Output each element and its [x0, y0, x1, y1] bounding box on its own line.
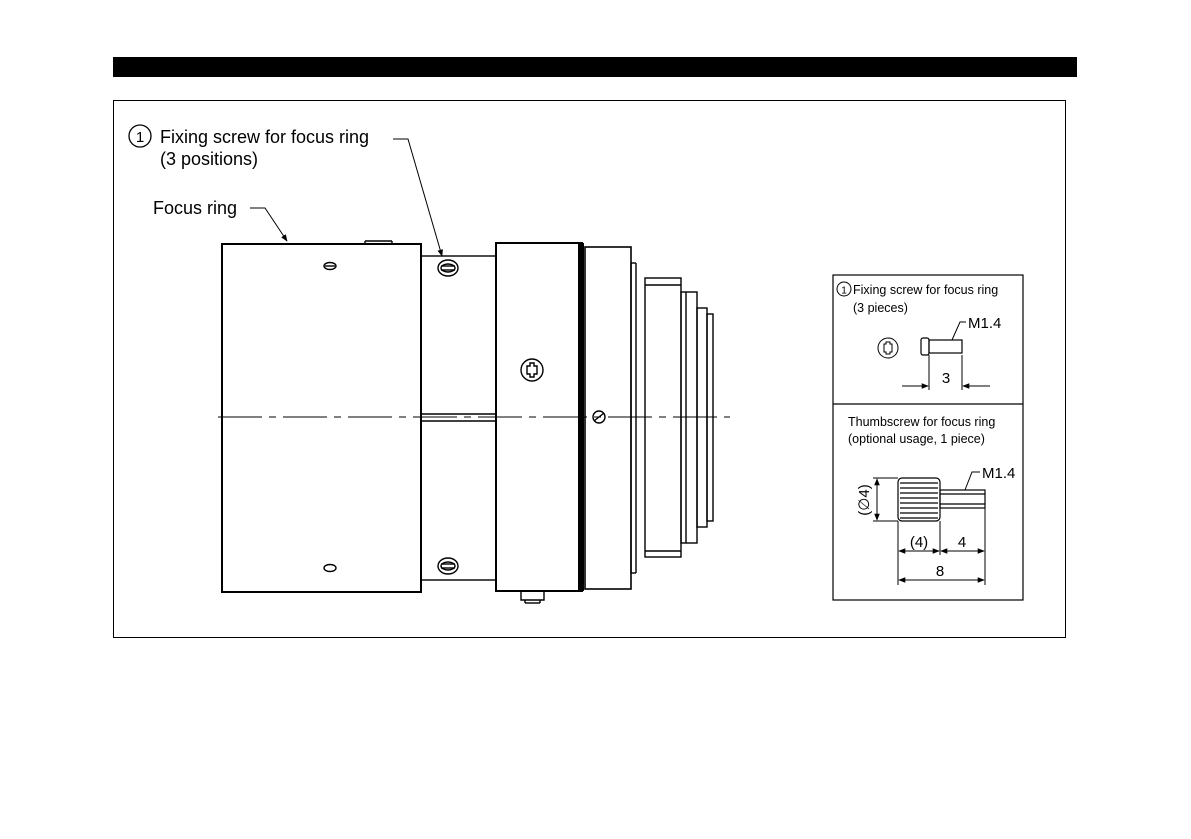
inset-bottom-head-length: (4)	[910, 534, 928, 551]
inset-top-length: 3	[942, 370, 950, 387]
phillips-screw-icon	[521, 359, 543, 381]
lens-neck	[421, 256, 496, 580]
inset-bottom-title: Thumbscrew for focus ring	[848, 415, 995, 429]
inset-top-title: Fixing screw for focus ring	[853, 283, 998, 297]
inset-bottom-diameter: (∅4)	[856, 484, 873, 515]
fixing-screw-bottom-icon	[438, 558, 458, 574]
inset-thumbscrew: Thumbscrew for focus ring (optional usag…	[848, 415, 1015, 585]
screw-side-view	[921, 338, 962, 355]
thumbscrew-side-view	[898, 478, 985, 521]
inset-bottom-thread: M1.4	[982, 465, 1015, 482]
callout-focus-ring: Focus ring	[153, 198, 287, 241]
hole-bottom	[324, 565, 336, 572]
fixing-screw-top-icon	[438, 260, 458, 276]
fixing-screw-label: Fixing screw for focus ring	[160, 127, 369, 147]
lens-body	[222, 241, 713, 603]
callout-fixing-screw: 1 Fixing screw for focus ring (3 positio…	[129, 125, 442, 256]
inset-bottom-shaft-length: 4	[958, 534, 966, 551]
screw-head-icon	[878, 338, 898, 358]
inset-callout-number: 1	[841, 286, 847, 297]
inset-bottom-total-length: 8	[936, 563, 944, 580]
inset-top-thread: M1.4	[968, 315, 1001, 332]
focus-ring-label: Focus ring	[153, 198, 237, 218]
inset-fixing-screw: 1 Fixing screw for focus ring (3 pieces)…	[837, 282, 1001, 390]
focus-ring	[222, 244, 421, 592]
inset-top-qty: (3 pieces)	[853, 301, 908, 315]
inset-bottom-note: (optional usage, 1 piece)	[848, 432, 985, 446]
fixing-positions-label: (3 positions)	[160, 149, 258, 169]
rear-ring	[585, 247, 631, 589]
callout-number: 1	[136, 129, 144, 146]
